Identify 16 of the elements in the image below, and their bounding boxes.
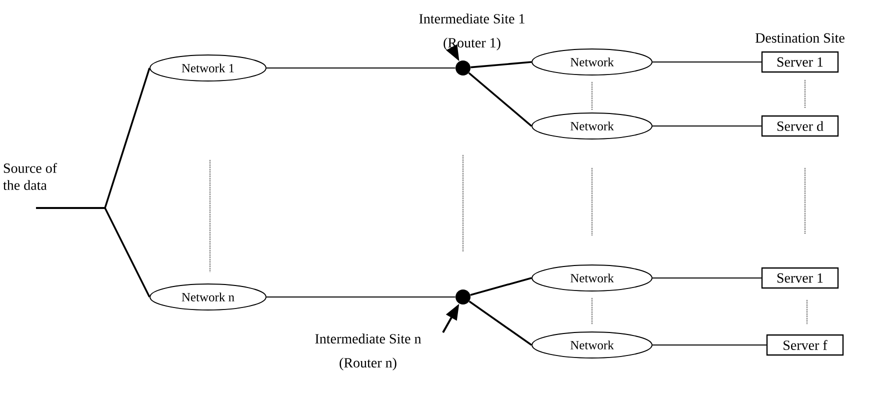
connector-line — [468, 300, 532, 346]
connector-line — [470, 277, 532, 296]
connector-line — [652, 344, 767, 346]
source-label: Source of the data — [3, 162, 58, 190]
server-box: Server d — [761, 115, 839, 137]
connector-line — [266, 296, 456, 298]
site-label: Intermediate Site 1 (Router 1) — [419, 14, 524, 50]
connector-line — [470, 61, 532, 68]
connector-line — [468, 72, 532, 127]
site-label: Intermediate Site n (Router n) — [315, 334, 422, 370]
connector-line — [36, 207, 150, 298]
router-dot — [456, 60, 470, 76]
server-box: Server f — [766, 334, 844, 356]
server-box: Server 1 — [761, 51, 839, 73]
server-box: Server 1 — [761, 267, 839, 289]
router-dot — [456, 290, 470, 304]
